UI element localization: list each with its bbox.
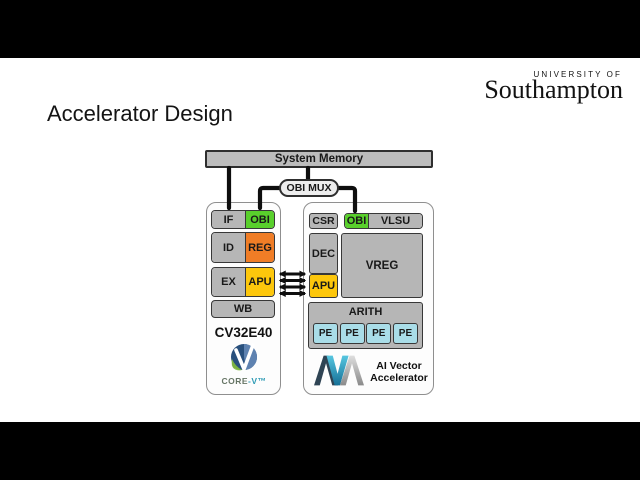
core-v-logo-v-text: -V™: [248, 376, 267, 386]
university-of-text: UNIVERSITY OF: [533, 70, 622, 79]
ava-label: AI Vector Accelerator: [366, 360, 432, 384]
arith-label: ARITH: [348, 306, 383, 318]
acc-apu-box: APU: [309, 274, 338, 298]
cpu-obi-box: OBI: [246, 211, 274, 228]
pe-box: PE: [313, 323, 338, 344]
pipeline-row-if: IF OBI: [211, 210, 275, 229]
slide: Accelerator Design UNIVERSITY OF Southam…: [0, 58, 640, 422]
southampton-text: Southampton: [484, 75, 623, 104]
obi-vlsu-row: OBI VLSU: [344, 213, 423, 229]
ai-vector-accelerator-block: CSR OBI VLSU DEC APU VREG ARITH PE PE PE…: [303, 202, 434, 395]
reg-box: REG: [246, 233, 274, 262]
acc-obi-box: OBI: [345, 214, 369, 228]
arith-box: ARITH PE PE PE PE: [308, 302, 423, 349]
pe-box: PE: [339, 323, 365, 344]
core-v-logo-core-text: CORE: [221, 376, 248, 386]
csr-box: CSR: [309, 213, 338, 229]
vlsu-box: VLSU: [369, 214, 422, 228]
id-box: ID: [212, 233, 246, 262]
core-v-logo-icon: CORE-V™: [221, 343, 266, 386]
obi-mux-box: OBI MUX: [279, 179, 339, 197]
southampton-logo: UNIVERSITY OF Southampton: [484, 70, 623, 104]
ava-label-line2: Accelerator: [370, 372, 428, 384]
dec-box: DEC: [309, 233, 338, 274]
system-memory-box: System Memory: [205, 150, 433, 168]
pe-box: PE: [366, 323, 392, 344]
pipeline-row-ex: EX APU: [211, 267, 275, 297]
page-title: Accelerator Design: [47, 101, 233, 126]
wb-box: WB: [211, 300, 275, 318]
ava-label-line1: AI Vector: [376, 360, 422, 372]
pipeline-row-id: ID REG: [211, 232, 275, 263]
if-box: IF: [212, 211, 246, 228]
ex-box: EX: [212, 268, 246, 296]
pe-box: PE: [392, 323, 418, 344]
svg-text:CORE-V™: CORE-V™: [221, 376, 266, 386]
pe-row: PE PE PE PE: [313, 323, 418, 344]
cpu-apu-box: APU: [246, 268, 274, 296]
ava-logo-icon: [314, 355, 364, 386]
cv32e40-block: IF OBI ID REG EX APU WB CV32E40 CO: [206, 202, 281, 395]
vreg-box: VREG: [341, 233, 423, 298]
cpu-name-label: CV32E40: [214, 325, 273, 340]
